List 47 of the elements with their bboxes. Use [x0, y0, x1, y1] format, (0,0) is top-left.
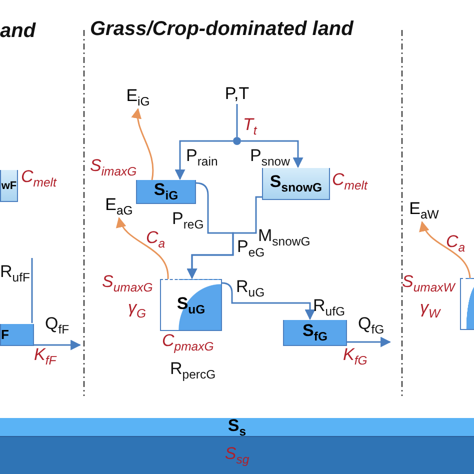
snow-reservoir: S$_{snowG}$: [262, 168, 330, 200]
flux-label: P$_{reG}$: [172, 209, 204, 234]
snow-reservoir: wF: [0, 170, 18, 202]
parameter-label: C$_{a}$: [446, 232, 466, 256]
arrow: [241, 140, 304, 168]
arrow: [222, 282, 316, 320]
panel-heading: Grass/Crop-dominated land: [90, 17, 354, 42]
parameter-label: C$_{melt}$: [21, 167, 56, 192]
parameter-label: C$_{melt}$: [332, 170, 368, 194]
arrow: [174, 140, 233, 180]
junction-dot: [233, 137, 241, 145]
storage-reservoir: S$_{iG}$: [136, 180, 196, 204]
flux-label: P$_{snow}$: [250, 146, 290, 170]
flux-label: R$_{percG}$: [170, 359, 216, 384]
parameter-label: S$_{umaxW}$: [402, 272, 455, 296]
panel-heading: and: [0, 19, 36, 44]
arrow: [347, 336, 392, 348]
arrow: [132, 108, 154, 180]
parameter-label: S$_{imaxG}$: [90, 156, 137, 180]
soil-reservoir: S$_{uG}$: [160, 279, 222, 331]
parameter-label: K$_{fG}$: [343, 345, 368, 370]
parameter-label: S$_{umaxG}$: [102, 272, 153, 296]
parameter-label: γ$_{W}$: [420, 298, 440, 322]
parameter-label: K$_{fF}$: [34, 345, 56, 370]
flux-label: R$_{ufG}$: [313, 296, 346, 320]
variable-label: E$_{aG}$: [104, 195, 134, 217]
arrow: [420, 221, 471, 278]
flux-label: R$_{uG}$: [236, 277, 265, 302]
variable-label: P,T: [222, 84, 252, 104]
soil-reservoir: [460, 278, 474, 330]
parameter-label: γ$_{G}$: [128, 298, 146, 322]
storage-band: S$_{sg}$: [0, 437, 474, 474]
flux-label: R$_{ufF}$: [0, 262, 30, 286]
arrow: [117, 217, 169, 280]
variable-label: E$_{aW}$: [408, 199, 440, 221]
variable-label: E$_{iG}$: [123, 86, 153, 108]
arrow: [186, 196, 262, 280]
storage-reservoir: F: [0, 324, 34, 346]
arrow: [34, 340, 82, 350]
flux-label: P$_{rain}$: [186, 146, 218, 170]
flux-label: Q$_{fG}$: [358, 314, 384, 338]
flux-label: Q$_{fF}$: [45, 314, 70, 338]
parameter-label: T$_{t}$: [243, 115, 257, 140]
storage-band: S$_{s}$: [0, 418, 474, 437]
parameter-label: C$_{a}$: [146, 228, 166, 252]
storage-reservoir: S$_{fG}$: [283, 320, 347, 346]
parameter-label: C$_{pmaxG}$: [162, 331, 214, 356]
